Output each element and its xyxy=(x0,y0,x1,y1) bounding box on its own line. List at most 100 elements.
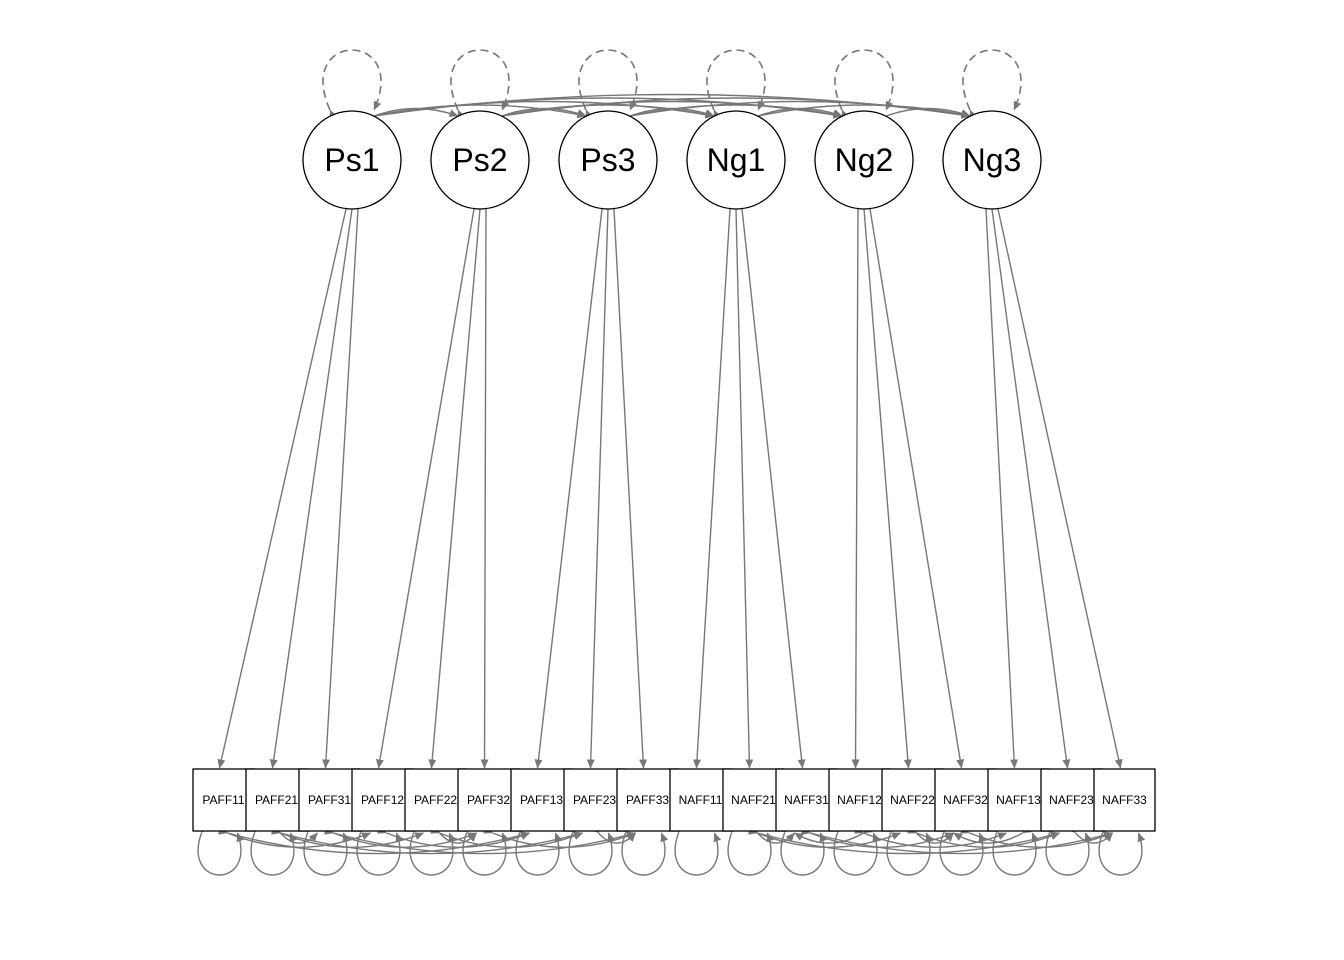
indicator-node-paff33: PAFF33 xyxy=(616,768,679,832)
variance-loop-ps2 xyxy=(450,49,510,120)
indicator-box-naff22 xyxy=(881,768,944,832)
indicator-label-naff13: NAFF13 xyxy=(996,793,1041,807)
indicator-box-paff32 xyxy=(457,768,520,832)
latent-node-ps2: Ps2 xyxy=(430,110,530,210)
latent-node-ng2: Ng2 xyxy=(814,110,914,210)
residual-covariance-paff23-paff33 xyxy=(589,824,637,844)
residual-covariance-naff31-naff33 xyxy=(801,826,1113,855)
indicator-node-naff23: NAFF23 xyxy=(1040,768,1103,832)
residual-covariance-naff21-naff31 xyxy=(748,824,796,844)
indicator-label-paff22: PAFF22 xyxy=(414,793,457,807)
residual-covariance-naff23-naff33 xyxy=(1066,824,1114,844)
residual-loop-naff12 xyxy=(833,823,881,876)
indicator-box-naff12 xyxy=(828,768,891,832)
residual-covariance-paff22-paff32 xyxy=(430,824,478,844)
loading-ng3-naff23 xyxy=(991,208,1071,769)
residual-covariance-paff31-paff33 xyxy=(324,826,636,855)
indicator-box-naff11 xyxy=(669,768,732,832)
loading-ps1-paff11 xyxy=(217,208,347,769)
loading-ps1-paff21 xyxy=(269,208,353,769)
indicator-node-paff12: PAFF12 xyxy=(351,768,414,832)
indicator-box-paff31 xyxy=(298,768,361,832)
indicator-box-paff12 xyxy=(351,768,414,832)
loading-ng2-naff12 xyxy=(851,208,860,769)
indicator-label-paff23: PAFF23 xyxy=(573,793,616,807)
indicator-label-paff31: PAFF31 xyxy=(308,793,351,807)
indicator-node-naff33: NAFF33 xyxy=(1093,768,1156,832)
residual-loop-naff21 xyxy=(727,823,775,876)
indicator-node-naff21: NAFF21 xyxy=(722,768,785,832)
latent-node-ng1: Ng1 xyxy=(686,110,786,210)
residual-loop-paff32 xyxy=(462,823,510,876)
latent-node-ng3: Ng3 xyxy=(942,110,1042,210)
latent-label-ps3: Ps3 xyxy=(580,142,635,178)
loading-ps2-paff32 xyxy=(480,208,489,769)
indicator-box-naff32 xyxy=(934,768,997,832)
indicator-box-paff23 xyxy=(563,768,626,832)
indicator-node-naff11: NAFF11 xyxy=(669,768,732,832)
variance-loop-ng1 xyxy=(706,49,766,120)
indicator-node-paff13: PAFF13 xyxy=(510,768,573,832)
residual-loop-paff22 xyxy=(409,823,457,876)
residual-loop-naff33 xyxy=(1098,823,1146,876)
indicator-box-naff23 xyxy=(1040,768,1103,832)
residual-loop-paff21 xyxy=(250,823,298,876)
latent-circle-ps3 xyxy=(558,110,658,210)
indicator-node-naff13: NAFF13 xyxy=(987,768,1050,832)
indicator-box-naff13 xyxy=(987,768,1050,832)
indicator-label-naff23: NAFF23 xyxy=(1049,793,1094,807)
loading-ps3-paff13 xyxy=(534,208,603,769)
loading-ps2-paff12 xyxy=(375,208,475,769)
latent-label-ng3: Ng3 xyxy=(963,142,1022,178)
latent-circle-ng1 xyxy=(686,110,786,210)
indicator-node-paff11: PAFF11 xyxy=(192,768,255,832)
variance-loop-ng3 xyxy=(962,49,1022,120)
residual-covariance-naff21-naff23 xyxy=(748,826,1060,855)
indicator-label-paff11: PAFF11 xyxy=(202,793,245,807)
indicator-label-paff12: PAFF12 xyxy=(361,793,404,807)
variance-loop-ng2 xyxy=(834,49,894,120)
indicator-node-paff23: PAFF23 xyxy=(563,768,626,832)
residual-loop-paff31 xyxy=(303,823,351,876)
indicator-node-naff12: NAFF12 xyxy=(828,768,891,832)
indicator-box-paff22 xyxy=(404,768,467,832)
residual-loop-paff23 xyxy=(568,823,616,876)
indicator-label-naff31: NAFF31 xyxy=(784,793,829,807)
residual-loop-naff22 xyxy=(886,823,934,876)
indicator-label-naff12: NAFF12 xyxy=(837,793,882,807)
indicator-box-naff21 xyxy=(722,768,785,832)
indicator-node-naff22: NAFF22 xyxy=(881,768,944,832)
indicator-label-naff11: NAFF11 xyxy=(679,793,723,807)
latent-circle-ps2 xyxy=(430,110,530,210)
latent-circle-ng2 xyxy=(814,110,914,210)
indicator-box-paff13 xyxy=(510,768,573,832)
indicator-label-naff22: NAFF22 xyxy=(890,793,935,807)
latent-label-ps2: Ps2 xyxy=(452,142,507,178)
latent-label-ng2: Ng2 xyxy=(835,142,894,178)
loading-ng2-naff22 xyxy=(863,208,912,769)
residual-loop-naff32 xyxy=(939,823,987,876)
residual-loop-paff11 xyxy=(197,823,245,876)
latent-label-ng1: Ng1 xyxy=(707,142,766,178)
latent-node-ps1: Ps1 xyxy=(302,110,402,210)
loading-ps2-paff22 xyxy=(428,208,481,769)
indicator-label-paff21: PAFF21 xyxy=(255,793,298,807)
indicator-node-paff31: PAFF31 xyxy=(298,768,361,832)
edges-layer xyxy=(197,49,1146,876)
indicator-label-naff33: NAFF33 xyxy=(1102,793,1147,807)
latent-circle-ng3 xyxy=(942,110,1042,210)
covariance-ng2-ng3 xyxy=(876,107,971,123)
residual-loop-naff31 xyxy=(780,823,828,876)
indicator-node-paff21: PAFF21 xyxy=(245,768,308,832)
indicator-label-paff33: PAFF33 xyxy=(626,793,669,807)
residual-covariance-paff21-paff23 xyxy=(271,826,583,855)
loading-ng1-naff31 xyxy=(741,208,806,769)
indicator-label-naff21: NAFF21 xyxy=(731,793,776,807)
residual-loop-naff13 xyxy=(992,823,1040,876)
variance-loop-ps3 xyxy=(578,49,638,120)
latent-label-ps1: Ps1 xyxy=(324,142,379,178)
indicator-box-naff33 xyxy=(1093,768,1156,832)
residual-covariance-paff11-paff13 xyxy=(218,826,530,855)
